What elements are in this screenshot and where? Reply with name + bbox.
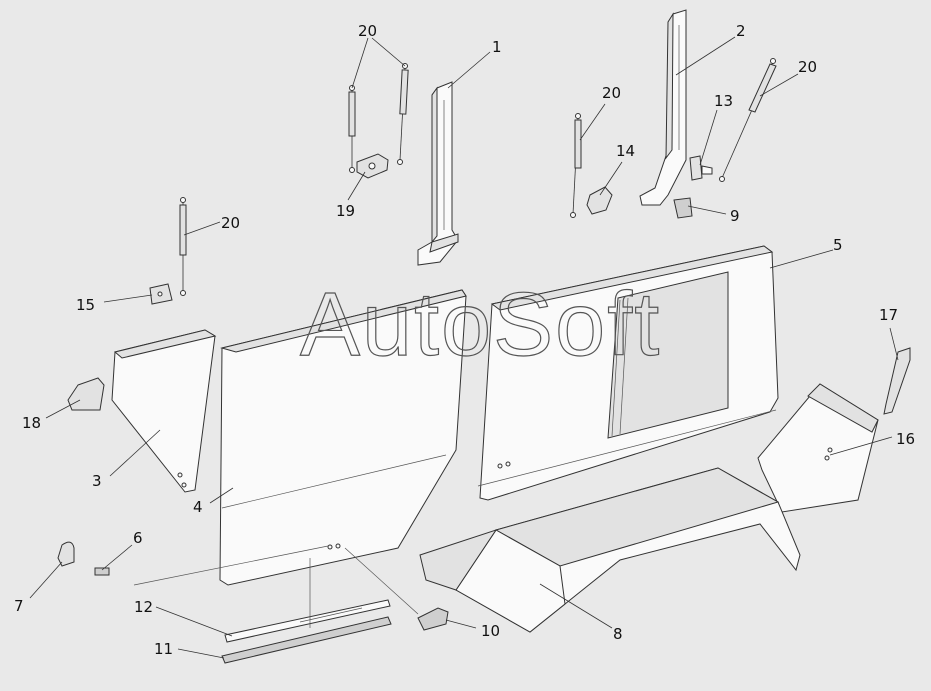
watermark-text: AutoSoft	[300, 275, 661, 375]
part-gas-strut-20a	[348, 85, 356, 173]
part-bracket-14	[586, 186, 613, 215]
label-3: 3	[92, 472, 102, 490]
label-19: 19	[336, 202, 355, 220]
label-7: 7	[14, 597, 24, 615]
callout-labels: 1 2 20 20 20 20 13 14 9 15 19 5 17 16 18…	[14, 22, 915, 658]
part-bracket-18	[67, 377, 105, 411]
label-2: 2	[736, 22, 746, 40]
label-11: 11	[154, 640, 173, 658]
part-latch-6	[94, 567, 110, 576]
part-angled-panel-16	[757, 383, 879, 513]
part-pad-10	[417, 607, 449, 631]
label-8: 8	[613, 625, 623, 643]
part-pillar-1	[417, 81, 459, 266]
label-14: 14	[616, 142, 635, 160]
label-9: 9	[730, 207, 740, 225]
label-20-right: 20	[798, 58, 817, 76]
label-5: 5	[833, 236, 843, 254]
part-door-panel-4	[219, 289, 467, 586]
label-18: 18	[22, 414, 41, 432]
label-20-top: 20	[358, 22, 377, 40]
label-16: 16	[896, 430, 915, 448]
part-bracket-17	[883, 347, 911, 415]
part-bracket-15	[149, 283, 173, 305]
label-12: 12	[134, 598, 153, 616]
label-13: 13	[714, 92, 733, 110]
part-lock-9	[673, 197, 693, 219]
leader-lines	[29, 36, 899, 659]
part-bracket-13	[689, 155, 713, 181]
part-door-panel-5	[477, 245, 779, 501]
part-hook-7	[57, 541, 75, 567]
label-15: 15	[76, 296, 95, 314]
part-gas-strut-20b	[397, 63, 409, 165]
assembly-lines	[133, 545, 419, 628]
label-6: 6	[133, 529, 143, 547]
label-1: 1	[492, 38, 502, 56]
label-20-mid: 20	[602, 84, 621, 102]
part-side-panel-3	[111, 329, 217, 493]
part-bracket-19	[356, 153, 389, 179]
part-gas-strut-20e	[719, 58, 777, 182]
part-strip-11	[221, 616, 392, 664]
part-pillar-2	[639, 9, 687, 206]
part-gas-strut-20c	[179, 197, 187, 296]
label-10: 10	[481, 622, 500, 640]
label-20-left: 20	[221, 214, 240, 232]
label-17: 17	[879, 306, 898, 324]
part-gas-strut-20d	[570, 113, 582, 218]
part-housing-8	[419, 467, 801, 633]
label-4: 4	[193, 498, 203, 516]
